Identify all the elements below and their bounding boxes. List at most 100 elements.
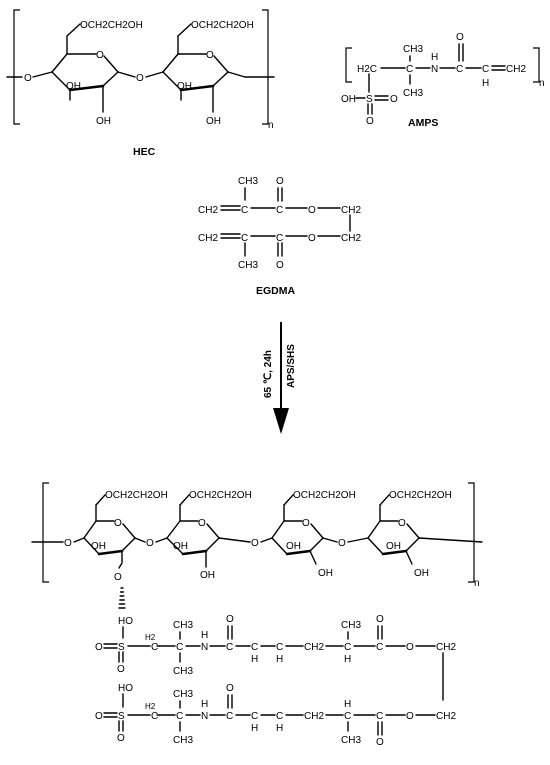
amps-sulfonic-oh: OH bbox=[341, 94, 356, 105]
reaction-conditions: 65 ℃, 24h bbox=[263, 350, 274, 398]
chain1-bridge-ch2: CH2 bbox=[436, 642, 456, 653]
hec-substituent-2: OCH2CH2OH bbox=[191, 20, 254, 31]
product-end-oxygen: O bbox=[64, 538, 72, 549]
chain2-ch2-b: CH2 bbox=[304, 711, 324, 722]
hec-glycosidic-oxygen: O bbox=[136, 73, 144, 84]
hec-ring-oxygen: O bbox=[96, 50, 104, 61]
product-substituent-3: OCH2CH2OH bbox=[293, 490, 356, 501]
amps-sulfonyl-o-right: O bbox=[390, 94, 398, 105]
egdma-carbonyl-o-1: O bbox=[276, 176, 284, 187]
product-glycosidic-o-2: O bbox=[251, 538, 259, 549]
hec-right-bracket bbox=[262, 9, 269, 125]
chain1-ch2-b: CH2 bbox=[304, 642, 324, 653]
chain2-methyl-bottom: CH3 bbox=[173, 735, 193, 746]
product-glycosidic-o-3: O bbox=[338, 538, 346, 549]
product-hydroxyl-4b: OH bbox=[414, 568, 429, 579]
egdma-structure: CH2 C CH3 C O O CH2 CH2 C CH3 C O O CH2 … bbox=[198, 176, 361, 297]
product-structure: n O O OCH2CH2OH OH O O bbox=[31, 482, 483, 748]
amps-left-bracket bbox=[345, 47, 352, 83]
egdma-ester-o-2: O bbox=[308, 233, 316, 244]
product-left-bracket bbox=[42, 482, 49, 583]
chain1-methyl-bottom: CH3 bbox=[173, 666, 193, 677]
chain1-sulfonyl-o-left: O bbox=[95, 642, 103, 653]
amps-sulfonyl-o-bottom: O bbox=[366, 116, 374, 127]
hec-repeat-n: n bbox=[268, 120, 274, 131]
chain2-bridge-ch2: CH2 bbox=[436, 711, 456, 722]
amps-carbonyl-c: C bbox=[456, 64, 463, 75]
egdma-ch3-1: CH3 bbox=[238, 176, 258, 187]
hec-label: HEC bbox=[133, 146, 156, 158]
amps-nitrogen: N bbox=[431, 64, 438, 75]
egdma-ester-o-1: O bbox=[308, 205, 316, 216]
hec-hydroxyl-2b: OH bbox=[206, 116, 221, 127]
product-repeat-n: n bbox=[474, 578, 480, 589]
amps-methyl-bottom: CH3 bbox=[403, 88, 423, 99]
product-substituent-1: OCH2CH2OH bbox=[105, 490, 168, 501]
product-graft-chain-2: HO O S O C H2 C CH3 CH3 N H C O bbox=[95, 683, 456, 748]
amps-quaternary-c: C bbox=[406, 64, 413, 75]
chain1-c-1: C bbox=[151, 642, 158, 653]
chain2-ch-h: H bbox=[251, 723, 258, 734]
hec-substituent-1: OCH2CH2OH bbox=[80, 20, 143, 31]
product-graft-chain-1: HO O S O C H2 C CH3 CH3 N H C O bbox=[95, 614, 456, 677]
amps-repeat-n: n bbox=[539, 78, 545, 89]
amps-label: AMPS bbox=[408, 117, 438, 129]
product-hydroxyl-2b: OH bbox=[200, 570, 215, 581]
hec-ring-oxygen-2: O bbox=[206, 50, 214, 61]
hec-end-oxygen: O bbox=[24, 73, 32, 84]
chain1-ch-h: H bbox=[251, 654, 258, 665]
chain2-c-1: C bbox=[151, 711, 158, 722]
egdma-carbonyl-o-2: O bbox=[276, 260, 284, 271]
product-hydroxyl-3a: OH bbox=[286, 541, 301, 552]
product-substituent-2: OCH2CH2OH bbox=[189, 490, 252, 501]
hec-ring-2: O OCH2CH2OH OH OH bbox=[162, 20, 254, 127]
chain2-methyl-top: CH3 bbox=[173, 689, 193, 700]
product-hashed-bond bbox=[118, 587, 126, 609]
chain2-sulfonyl-o-bottom: O bbox=[117, 733, 125, 744]
chain2-methine-h: H bbox=[344, 699, 351, 710]
product-hydroxyl-3b: OH bbox=[318, 568, 333, 579]
amps-h2c: H2C bbox=[357, 64, 377, 75]
chain1-ch: C bbox=[251, 642, 258, 653]
egdma-ch2-1: CH2 bbox=[198, 205, 218, 216]
egdma-label: EGDMA bbox=[256, 285, 296, 297]
chain1-n-hydrogen: H bbox=[201, 630, 208, 641]
chain2-n-hydrogen: H bbox=[201, 699, 208, 710]
product-ring-oxygen-3: O bbox=[302, 518, 310, 529]
hec-hydroxyl-2: OH bbox=[96, 116, 111, 127]
chain1-carbonyl-c: C bbox=[226, 642, 233, 653]
reaction-arrow: 65 ℃, 24h APS/SHS bbox=[263, 322, 297, 434]
chain2-carbonyl-o: O bbox=[226, 683, 234, 694]
egdma-c-1: C bbox=[241, 205, 248, 216]
product-right-bracket bbox=[468, 482, 475, 583]
egdma-carbonyl-c-2: C bbox=[276, 233, 283, 244]
chain2-ester-o: O bbox=[406, 711, 414, 722]
egdma-c-2: C bbox=[241, 233, 248, 244]
chain1-methyl-top: CH3 bbox=[173, 620, 193, 631]
amps-terminal-ch2: CH2 bbox=[506, 64, 526, 75]
chain1-ch2-a-h: H bbox=[276, 654, 283, 665]
egdma-ch3-2: CH3 bbox=[238, 260, 258, 271]
chain2-ho: HO bbox=[118, 683, 133, 694]
reaction-initiator: APS/SHS bbox=[286, 344, 297, 388]
chain2-ester-c: C bbox=[376, 711, 383, 722]
egdma-ch2-bridge-1: CH2 bbox=[341, 205, 361, 216]
hec-hydroxyl-3: OH bbox=[66, 81, 81, 92]
chain1-nitrogen: N bbox=[201, 642, 208, 653]
chain2-ch2-a-h: H bbox=[276, 723, 283, 734]
hec-left-bracket bbox=[13, 9, 20, 125]
product-hydroxyl-1: OH bbox=[91, 541, 106, 552]
chain2-sulfur: S bbox=[118, 711, 125, 722]
chain2-h2-1: H2 bbox=[145, 702, 156, 711]
chain1-ester-c: C bbox=[376, 642, 383, 653]
product-graft-oxygen: O bbox=[114, 572, 122, 583]
chain1-ester-carbonyl-o: O bbox=[376, 614, 384, 625]
product-ring-1: O OCH2CH2OH OH O bbox=[83, 490, 168, 583]
amps-sulfur: S bbox=[366, 94, 373, 105]
chain1-sulfonyl-o-bottom: O bbox=[117, 664, 125, 675]
chain2-carbonyl-c: C bbox=[226, 711, 233, 722]
chain2-methine-c: C bbox=[344, 711, 351, 722]
chain1-sulfur: S bbox=[118, 642, 125, 653]
egdma-ch2-2: CH2 bbox=[198, 233, 218, 244]
